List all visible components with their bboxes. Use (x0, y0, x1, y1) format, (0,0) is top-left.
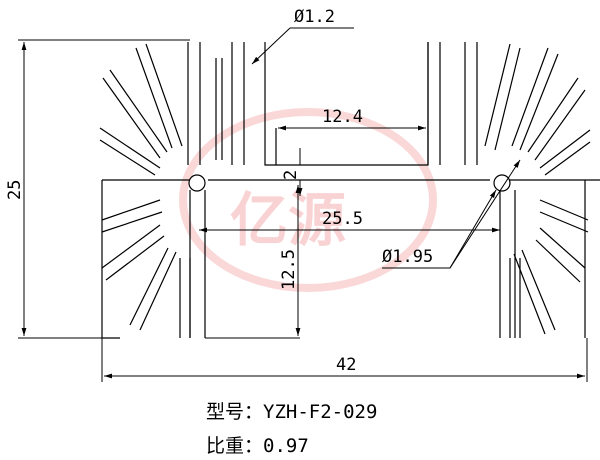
dim-fin-leader (252, 27, 354, 64)
watermark-text: 亿源 (230, 186, 346, 254)
fin (179, 258, 191, 338)
dim-width-ext (101, 338, 588, 382)
fin (99, 127, 161, 176)
dim-height-ext (18, 39, 190, 339)
fin (539, 199, 589, 233)
label-fin-diameter: Ø1.2 (294, 7, 335, 27)
fin (464, 42, 478, 165)
watermark: 亿源 (179, 108, 437, 292)
dimension-lines (18, 27, 588, 382)
inner-walls (189, 190, 516, 338)
left-hole (188, 174, 206, 192)
caption-model: 型号：YZH-F2-029 (206, 401, 377, 423)
dim-hole-leader-2 (449, 189, 497, 269)
fin (101, 224, 165, 281)
fin (101, 199, 163, 233)
base-plate (101, 179, 600, 339)
fin (509, 258, 521, 338)
fin (539, 129, 591, 176)
fin (102, 69, 168, 159)
fin (535, 227, 586, 283)
fin (135, 43, 183, 149)
heatsink-profile (101, 42, 600, 339)
label-hole-height: 12.5 (279, 249, 299, 290)
fins (99, 42, 591, 338)
fin (513, 249, 556, 335)
label-slot-width: 12.4 (322, 107, 363, 127)
label-overall-width: 42 (336, 355, 356, 375)
fin (187, 42, 201, 165)
fin (215, 58, 223, 160)
fin (484, 43, 521, 151)
label-overall-height: 25 (5, 180, 25, 200)
right-hole (493, 174, 511, 192)
fin (511, 47, 559, 151)
fin (129, 247, 177, 331)
fin (427, 42, 441, 165)
label-slot-depth: 2 (281, 170, 301, 180)
caption-weight: 比重：0.97 (206, 435, 309, 457)
fin (527, 77, 586, 161)
label-hole-spacing: 25.5 (322, 209, 363, 229)
watermark-ring (179, 108, 437, 292)
label-hole-diameter: Ø1.95 (382, 247, 433, 267)
fin (231, 42, 245, 165)
